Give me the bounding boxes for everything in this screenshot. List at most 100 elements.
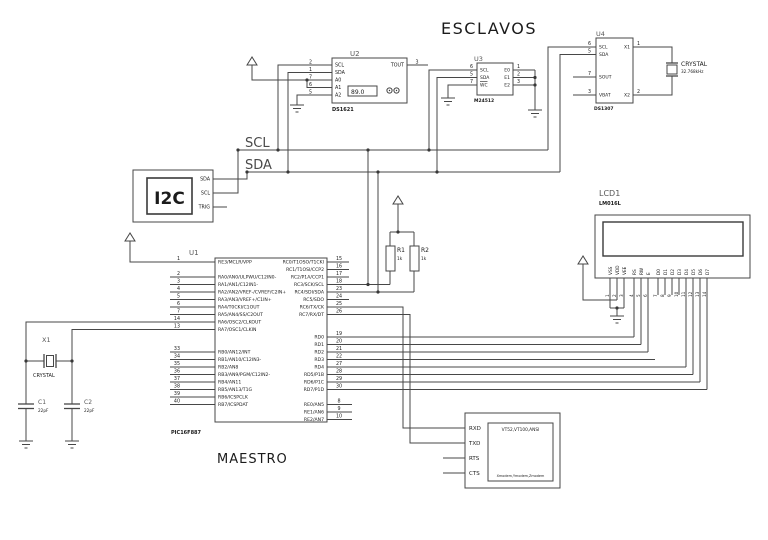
pin-name: SCL	[480, 68, 489, 74]
pin-name: RTS	[469, 456, 480, 462]
pin-number: 30	[336, 384, 342, 390]
pin-number: 39	[174, 391, 180, 397]
component-lcd1-lm016l: LCD1 LM016L VSS VDD VEE RS RW E D0 D1 D2…	[582, 189, 751, 390]
pin-name: D7	[705, 269, 711, 275]
pin-number: 7	[177, 309, 180, 315]
component-u1-pic16f887: U1 PIC16F887 MAESTRO 1 2 3 4 5 6 7 14 13…	[25, 241, 707, 467]
title-maestro: MAESTRO	[217, 452, 288, 467]
power-symbols	[124, 56, 589, 265]
pin-name: D0	[656, 269, 662, 275]
pin-number: 5	[636, 294, 641, 297]
pin-name: RD3	[314, 357, 324, 363]
pin-number: 3	[588, 89, 591, 95]
pin-name: RA7/OSC1/CLKIN	[218, 327, 256, 333]
pin-name: TOUT	[390, 63, 404, 69]
pin-name: RW	[639, 267, 645, 275]
crystal-frequency: 32.768kHz	[681, 69, 704, 74]
pin-number: 23	[336, 286, 342, 292]
pin-number: 40	[174, 399, 180, 405]
component-part: PIC16F887	[171, 430, 202, 436]
pin-number: 34	[174, 354, 180, 360]
pin-name: SDA	[480, 75, 490, 81]
pin-number: 20	[336, 339, 342, 345]
pin-name: CTS	[469, 471, 480, 477]
pin-number: 2	[309, 59, 312, 65]
component-u3-m24512: U3 M24512 SCL SDA WC E0 E1 E2 6 5 7 1 2 …	[428, 55, 536, 172]
pin-number: 4	[629, 294, 634, 297]
pin-number: 8	[337, 399, 340, 405]
power-icon	[392, 195, 404, 205]
component-value: 1k	[397, 256, 403, 262]
pin-name: RD5/P1B	[304, 372, 324, 378]
pin-number: 1	[637, 41, 640, 47]
pin-number: 19	[336, 331, 342, 337]
component-part: LM016L	[599, 201, 622, 207]
component-ref: U4	[596, 30, 605, 38]
resistor-r2	[409, 245, 420, 272]
pin-number: 3	[619, 294, 624, 297]
pin-name: RE0/AN5	[304, 402, 324, 408]
pin-name: TXD	[468, 441, 480, 447]
pin-name: E	[646, 272, 652, 275]
component-value: 22pF	[84, 408, 95, 413]
ground-icon	[65, 440, 79, 449]
pin-name: SCL	[201, 191, 210, 197]
pin-name: SDA	[335, 70, 346, 76]
pin-name: SCL	[599, 45, 608, 51]
pin-number: 38	[174, 384, 180, 390]
pin-name: RA6/OSC2/CLKOUT	[218, 320, 261, 326]
pin-name: RC2/P1A/CCP1	[291, 275, 324, 281]
pin-name: E1	[504, 75, 510, 81]
pin-name: RA5/AN4/SS/C2OUT	[218, 312, 263, 318]
pin-name: WC	[480, 83, 488, 89]
temperature-display: 89.0	[351, 89, 365, 96]
pin-number: 11	[681, 291, 686, 297]
pin-name: RB0/AN12/INT	[218, 350, 251, 356]
pin-number: 13	[174, 324, 180, 330]
pin-number: 10	[336, 414, 342, 420]
pin-name: RC3/SCK/SCL	[294, 282, 324, 288]
pin-name: RD6/P1C	[304, 380, 324, 386]
component-ref: R1	[397, 247, 405, 254]
pin-number: 7	[309, 74, 312, 80]
pin-name: RA3/AN3/VREF+/C1IN+	[218, 297, 272, 303]
pin-name: SDA	[599, 52, 609, 58]
pin-number: 14	[174, 316, 180, 322]
pin-number: 36	[174, 369, 180, 375]
pin-name: VEE	[622, 266, 628, 275]
bus-label-sda: SDA	[245, 158, 272, 173]
component-ref: R2	[421, 247, 429, 254]
pin-name: RB7/ICSPDAT	[218, 402, 248, 408]
lcd-screen	[602, 221, 744, 257]
ground-icon	[290, 104, 304, 113]
pin-number: 9	[337, 406, 340, 412]
pin-number: 33	[174, 346, 180, 352]
component-part: M24512	[474, 98, 494, 104]
pin-number: 5	[177, 294, 180, 300]
pin-number: 1	[309, 67, 312, 73]
pin-number: 6	[588, 41, 591, 47]
pin-number: 1	[517, 64, 520, 70]
pin-name: RD7/P1D	[304, 387, 325, 393]
pin-name: RA2/AN2/VREF-/CVREF/C2IN+	[218, 290, 286, 296]
power-icon	[246, 56, 258, 66]
pin-name: RB6/ICSPCLK	[218, 395, 249, 401]
pin-name: A2	[335, 93, 341, 99]
pin-name: RE3/MCLR/VPP	[218, 260, 252, 266]
pin-name: VSS	[608, 266, 614, 275]
pin-name: SOUT	[599, 75, 612, 81]
pullup-resistors: R1 1k R2 1k	[385, 204, 429, 292]
pin-name: E2	[504, 83, 510, 89]
pin-name: D3	[677, 269, 683, 275]
component-virtual-terminal: RXD TXD RTS CTS VT52,VT100,ANSI Xmodem,Y…	[443, 412, 561, 489]
pin-number: 7	[588, 71, 591, 77]
pin-number: 3	[415, 59, 418, 65]
ground-icon	[610, 315, 624, 324]
component-i2c-debugger: I2C SDA SCL TRIG	[132, 150, 248, 223]
pin-name: D6	[698, 269, 704, 275]
component-value: 22pF	[38, 408, 49, 413]
pin-name: RB5/AN13/T1G	[218, 387, 253, 393]
pin-name: X2	[624, 93, 630, 99]
pin-name: A0	[335, 78, 341, 84]
